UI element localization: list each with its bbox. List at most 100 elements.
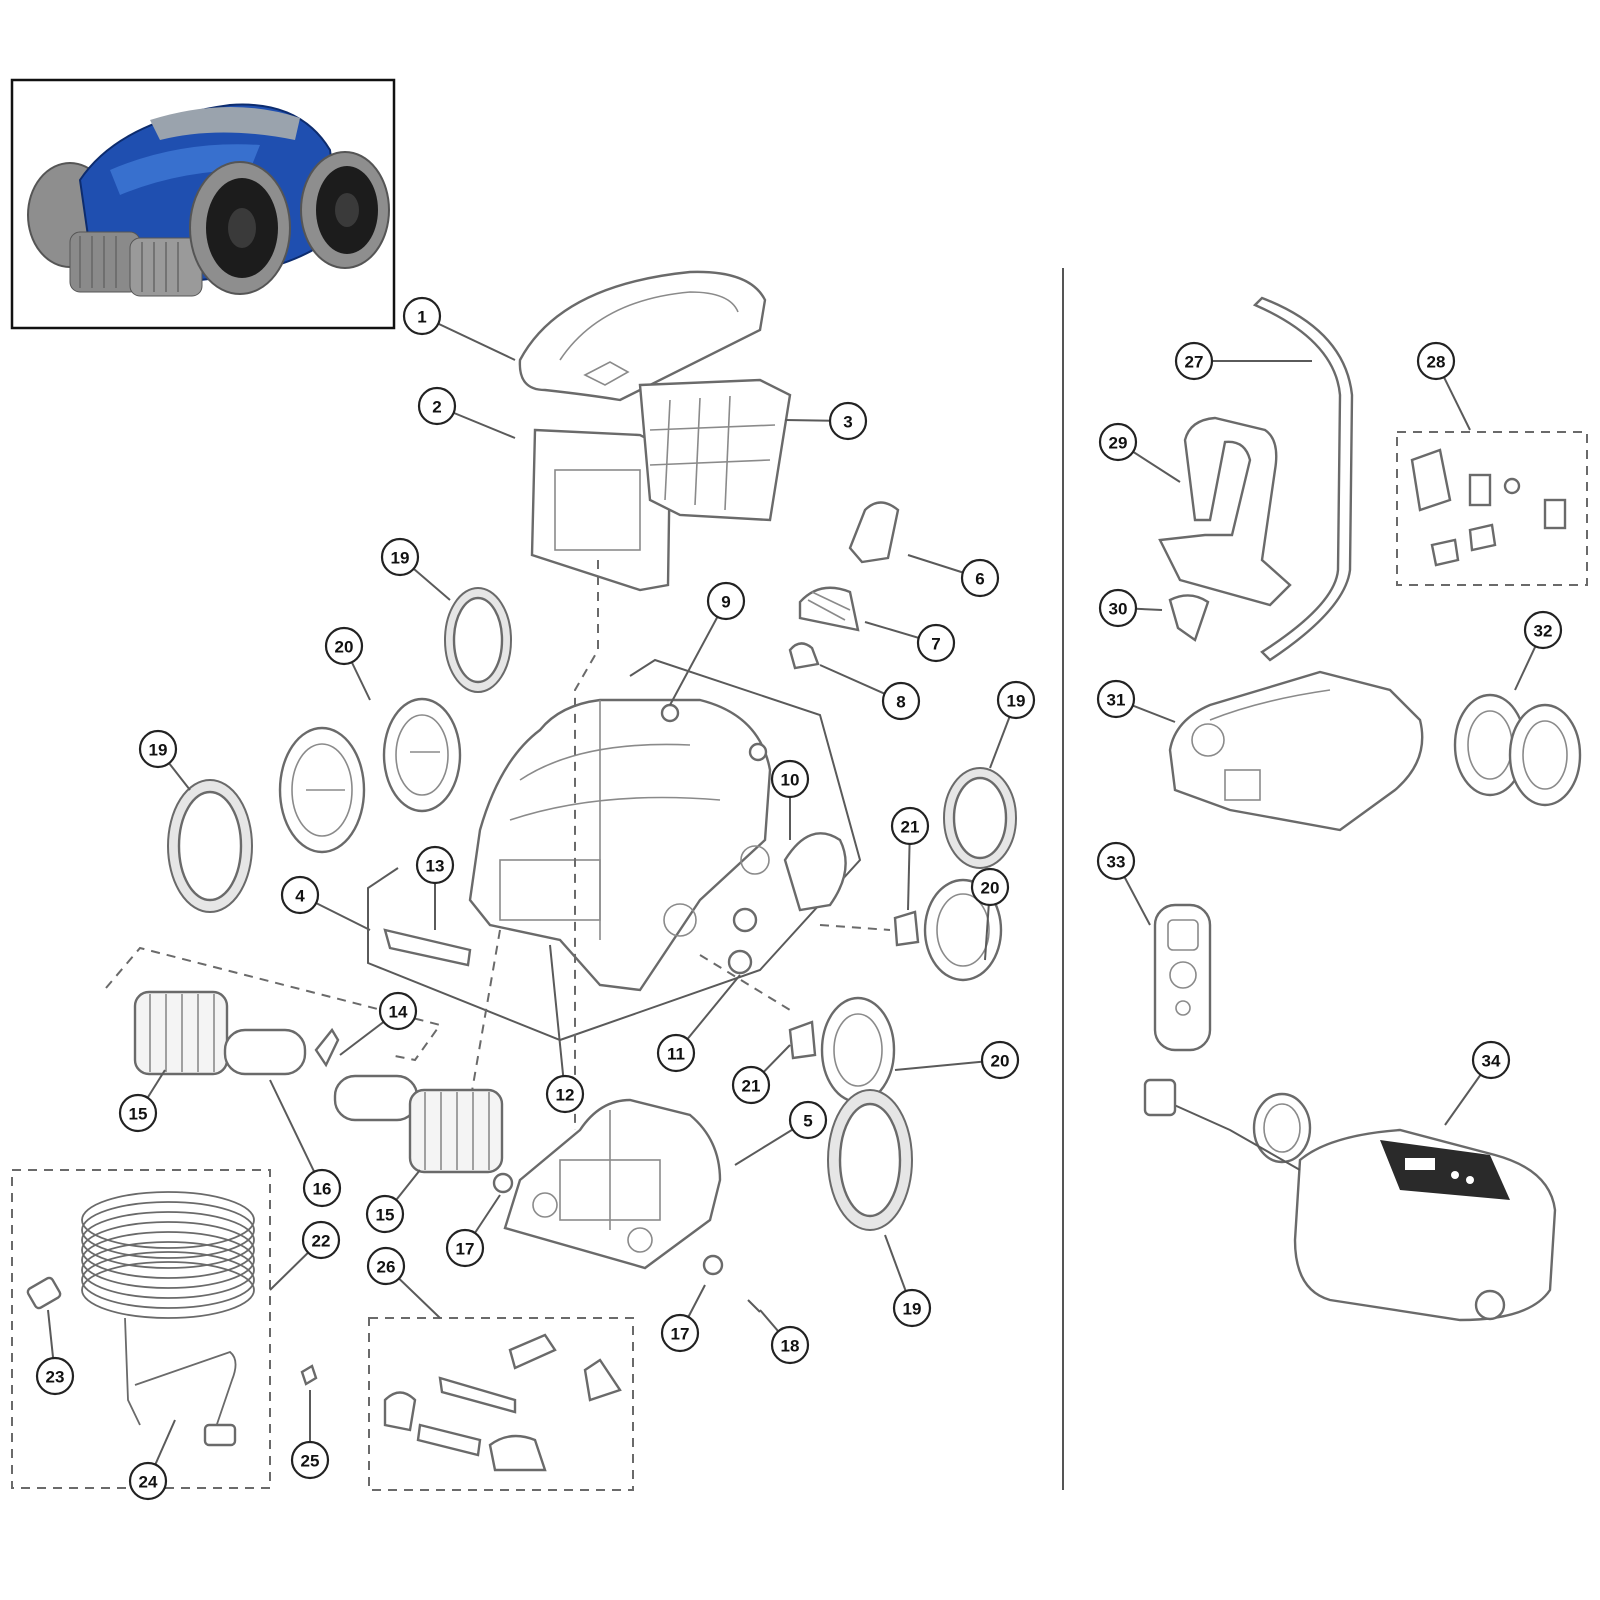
callout-31: 31 (1096, 679, 1136, 719)
callout-3: 3 (828, 401, 868, 441)
callout-19: 19 (996, 680, 1036, 720)
callout-29: 29 (1098, 422, 1138, 462)
callout-number: 28 (1427, 353, 1446, 372)
callout-circle (916, 623, 956, 663)
part-right-wheels (788, 767, 1017, 1231)
callout-number: 16 (313, 1180, 332, 1199)
callout-12: 12 (545, 1074, 585, 1114)
callout-number: 31 (1107, 691, 1126, 710)
part-cable-clip (300, 1364, 318, 1386)
callout-13: 13 (415, 845, 455, 885)
callout-number: 19 (903, 1300, 922, 1319)
callout-circle (365, 1194, 405, 1234)
callout-5: 5 (788, 1100, 828, 1140)
callout-number: 19 (1007, 692, 1026, 711)
part-bumper-kit (368, 1317, 634, 1491)
callout-number: 13 (426, 857, 445, 876)
part-handle-latch (788, 501, 900, 670)
callout-leader-12 (549, 944, 566, 1095)
callout-circle (1174, 341, 1214, 381)
callout-7: 7 (916, 623, 956, 663)
product-photo (10, 78, 396, 330)
callout-number: 32 (1534, 622, 1553, 641)
callout-layer: 1234567891011121314151516171718191919192… (35, 296, 1563, 1501)
callout-19: 19 (138, 729, 178, 769)
part-bottom-plate (492, 1098, 761, 1313)
callout-circle (1471, 1040, 1511, 1080)
callout-32: 32 (1523, 610, 1563, 650)
callout-circle (890, 806, 930, 846)
callout-leader-9 (669, 600, 727, 706)
callout-34: 34 (1471, 1040, 1511, 1080)
callout-circle (35, 1356, 75, 1396)
callout-circle (417, 386, 457, 426)
callout-number: 15 (129, 1105, 148, 1124)
callout-circle (828, 401, 868, 441)
callout-27: 27 (1174, 341, 1214, 381)
callout-circle (706, 581, 746, 621)
callout-number: 29 (1109, 434, 1128, 453)
callout-number: 21 (742, 1077, 761, 1096)
part-top-cover (518, 270, 767, 402)
callout-17: 17 (660, 1313, 700, 1353)
callout-circle (788, 1100, 828, 1140)
callout-15: 15 (365, 1194, 405, 1234)
callout-number: 24 (139, 1473, 158, 1492)
callout-number: 26 (377, 1258, 396, 1277)
callout-20: 20 (324, 626, 364, 666)
callout-11: 11 (656, 1033, 696, 1073)
callout-19: 19 (892, 1288, 932, 1328)
callout-circle (881, 681, 921, 721)
callout-circle (301, 1220, 341, 1260)
callout-18: 18 (770, 1325, 810, 1365)
callout-24: 24 (128, 1461, 168, 1501)
callout-23: 23 (35, 1356, 75, 1396)
part-caddy-cradle (1158, 416, 1292, 607)
callout-circle (280, 875, 320, 915)
callout-circle (731, 1065, 771, 1105)
callout-number: 33 (1107, 853, 1126, 872)
callout-circle (980, 1040, 1020, 1080)
part-caddy-clips (1396, 431, 1588, 586)
callout-26: 26 (366, 1246, 406, 1286)
callout-14: 14 (378, 991, 418, 1031)
callout-4: 4 (280, 875, 320, 915)
callout-number: 9 (721, 593, 730, 612)
callout-circle (138, 729, 178, 769)
callout-number: 8 (896, 693, 905, 712)
callout-circle (996, 680, 1036, 720)
callout-number: 17 (456, 1240, 475, 1259)
callout-circle (128, 1461, 168, 1501)
callout-number: 19 (391, 549, 410, 568)
callout-circle (290, 1440, 330, 1480)
callout-number: 15 (376, 1206, 395, 1225)
callout-number: 21 (901, 818, 920, 837)
callout-circle (402, 296, 442, 336)
callout-number: 19 (149, 741, 168, 760)
callout-circle (1096, 679, 1136, 719)
callout-number: 2 (432, 398, 441, 417)
callout-number: 22 (312, 1232, 331, 1251)
part-filter-canister (530, 378, 792, 592)
callout-25: 25 (290, 1440, 330, 1480)
callout-number: 20 (335, 638, 354, 657)
callout-number: 34 (1482, 1052, 1501, 1071)
callout-number: 5 (803, 1112, 812, 1131)
callout-number: 25 (301, 1452, 320, 1471)
part-caddy-base (1168, 670, 1424, 832)
callout-number: 4 (295, 887, 305, 906)
callout-number: 1 (417, 308, 426, 327)
callout-circle (770, 759, 810, 799)
callout-circle (656, 1033, 696, 1073)
callout-number: 20 (991, 1052, 1010, 1071)
callout-number: 10 (781, 771, 800, 790)
callout-circle (970, 867, 1010, 907)
callout-21: 21 (731, 1065, 771, 1105)
callout-number: 14 (389, 1003, 408, 1022)
callout-circle (302, 1168, 342, 1208)
callout-circle (380, 537, 420, 577)
part-remote-control (1153, 903, 1212, 1052)
callout-circle (378, 991, 418, 1031)
callout-circle (118, 1093, 158, 1133)
callout-circle (660, 1313, 700, 1353)
